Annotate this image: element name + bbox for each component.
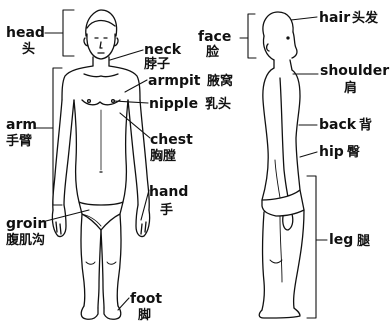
- hair-label: hair: [319, 11, 350, 25]
- hair-label-cn: 头发: [352, 12, 378, 25]
- hip-label-cn: 臀: [347, 146, 360, 159]
- head-label-cn: 头: [22, 43, 35, 56]
- arm-label: arm: [6, 118, 37, 132]
- hip-label: hip: [319, 145, 344, 159]
- hand-label-cn: 手: [160, 204, 173, 217]
- hand-label: hand: [149, 185, 188, 199]
- shoulder-label: shoulder: [320, 64, 389, 78]
- groin-label-cn: 腹肌沟: [6, 234, 45, 247]
- side-figure: [259, 12, 304, 318]
- leg-label: leg: [329, 233, 353, 247]
- back-label: back: [319, 118, 356, 132]
- chest-label-cn: 胸膛: [150, 150, 176, 163]
- chest-label: chest: [150, 133, 193, 147]
- nipple-label: nipple: [149, 97, 198, 111]
- back-label-cn: 背: [359, 119, 372, 132]
- foot-label: foot: [130, 292, 162, 306]
- nipple-label-cn: 乳头: [205, 98, 231, 111]
- neck-label: neck: [144, 43, 181, 57]
- foot-label-cn: 脚: [138, 309, 151, 322]
- face-label-cn: 脸: [206, 46, 219, 59]
- face-label: face: [198, 30, 231, 44]
- armpit-label: armpit: [148, 74, 200, 88]
- leg-label-cn: 腿: [357, 235, 370, 248]
- armpit-label-cn: 腋窝: [207, 75, 233, 88]
- neck-label-cn: 脖子: [144, 58, 170, 71]
- shoulder-label-cn: 肩: [344, 82, 357, 95]
- groin-label: groin: [6, 217, 47, 231]
- arm-label-cn: 手臂: [6, 135, 32, 148]
- head-label: head: [6, 26, 45, 40]
